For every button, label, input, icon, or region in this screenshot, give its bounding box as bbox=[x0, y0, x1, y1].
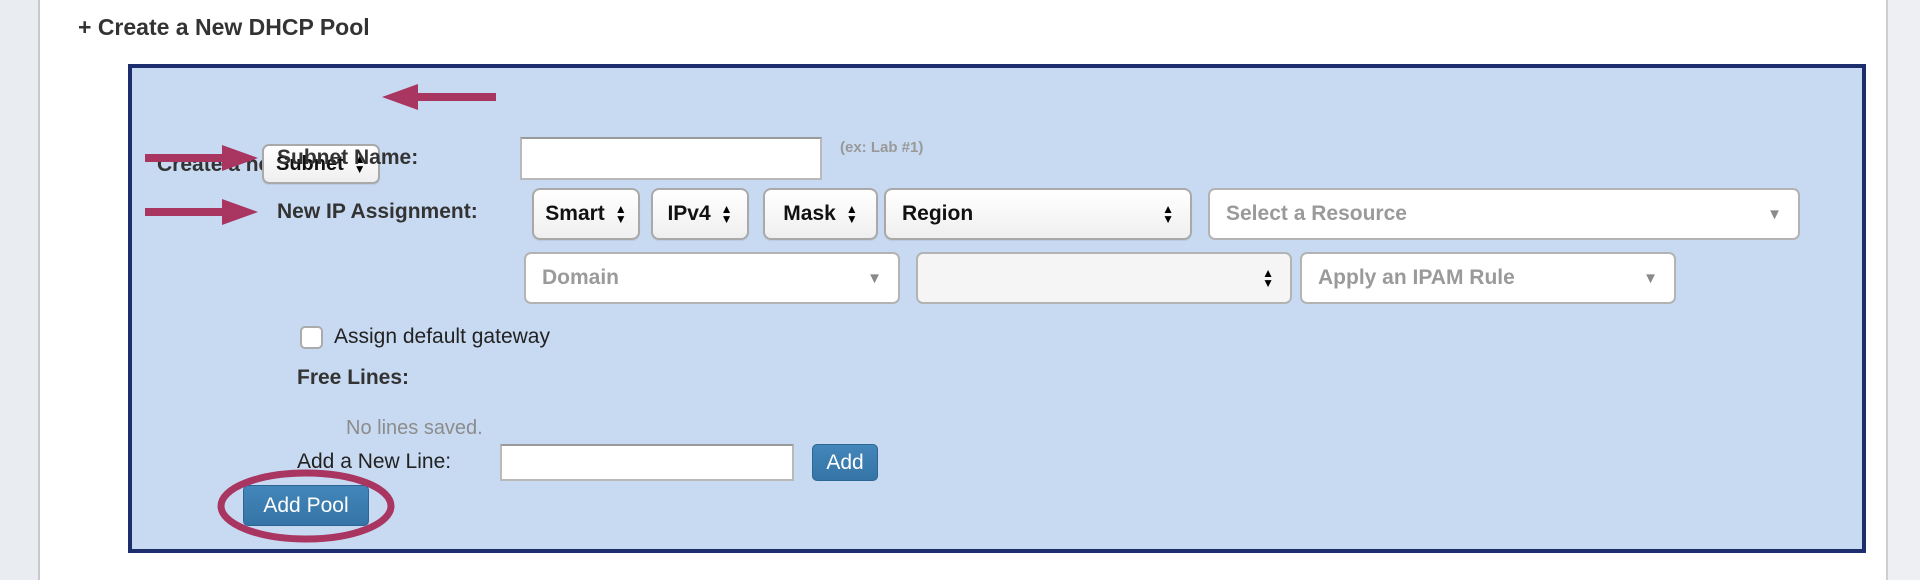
smart-select-value: Smart bbox=[545, 202, 605, 225]
pool-type-select-value: Subnet bbox=[276, 152, 344, 175]
domain-combo-placeholder: Domain bbox=[542, 266, 620, 289]
dropdown-caret-icon bbox=[1643, 270, 1658, 287]
add-pool-button[interactable]: Add Pool bbox=[243, 485, 369, 526]
select-spinner-icon bbox=[846, 204, 858, 224]
ip-assignment-label: New IP Assignment: bbox=[277, 200, 478, 223]
mask-select[interactable]: Mask bbox=[763, 188, 878, 240]
select-spinner-icon bbox=[1162, 204, 1174, 224]
assign-gateway-checkbox[interactable] bbox=[300, 326, 323, 349]
right-scrollbar-gutter[interactable] bbox=[1886, 0, 1920, 580]
left-gutter bbox=[0, 0, 40, 580]
free-lines-label: Free Lines: bbox=[297, 366, 410, 389]
smart-select[interactable]: Smart bbox=[532, 188, 640, 240]
pool-type-select[interactable]: Subnet bbox=[262, 144, 380, 184]
annotation-arrow-ip-assignment bbox=[145, 199, 258, 225]
mask-select-value: Mask bbox=[783, 202, 836, 225]
free-lines-empty-text: No lines saved. bbox=[346, 417, 483, 439]
add-line-input[interactable] bbox=[500, 444, 794, 481]
resource-combo[interactable]: Select a Resource bbox=[1208, 188, 1800, 240]
domain-combo[interactable]: Domain bbox=[524, 252, 900, 304]
add-line-button[interactable]: Add bbox=[812, 444, 878, 481]
select-spinner-icon bbox=[615, 204, 627, 224]
add-line-button-label: Add bbox=[826, 450, 864, 474]
dropdown-caret-icon bbox=[867, 270, 882, 287]
ip-version-select-value: IPv4 bbox=[667, 202, 711, 225]
subnet-name-input[interactable] bbox=[520, 137, 822, 180]
ip-version-select[interactable]: IPv4 bbox=[651, 188, 749, 240]
add-pool-button-label: Add Pool bbox=[263, 493, 349, 517]
subnet-name-hint: (ex: Lab #1) bbox=[840, 139, 924, 156]
subnet-name-label: Subnet Name: bbox=[277, 146, 419, 169]
region-select[interactable]: Region bbox=[884, 188, 1192, 240]
blank-select[interactable] bbox=[916, 252, 1292, 304]
annotation-arrow-type-select bbox=[382, 84, 496, 110]
assign-gateway-label: Assign default gateway bbox=[334, 325, 550, 348]
ipam-rule-combo-placeholder: Apply an IPAM Rule bbox=[1318, 266, 1515, 289]
dropdown-caret-icon bbox=[1767, 206, 1782, 223]
add-line-label: Add a New Line: bbox=[297, 450, 452, 473]
resource-combo-placeholder: Select a Resource bbox=[1226, 202, 1407, 225]
page-title[interactable]: + Create a New DHCP Pool bbox=[78, 14, 370, 40]
ipam-rule-combo[interactable]: Apply an IPAM Rule bbox=[1300, 252, 1676, 304]
dhcp-pool-form-panel: Create a new Subnet Subnet Name: (ex: La… bbox=[128, 64, 1866, 553]
region-select-value: Region bbox=[902, 202, 974, 225]
select-spinner-icon bbox=[721, 204, 733, 224]
select-spinner-icon bbox=[1262, 268, 1274, 288]
